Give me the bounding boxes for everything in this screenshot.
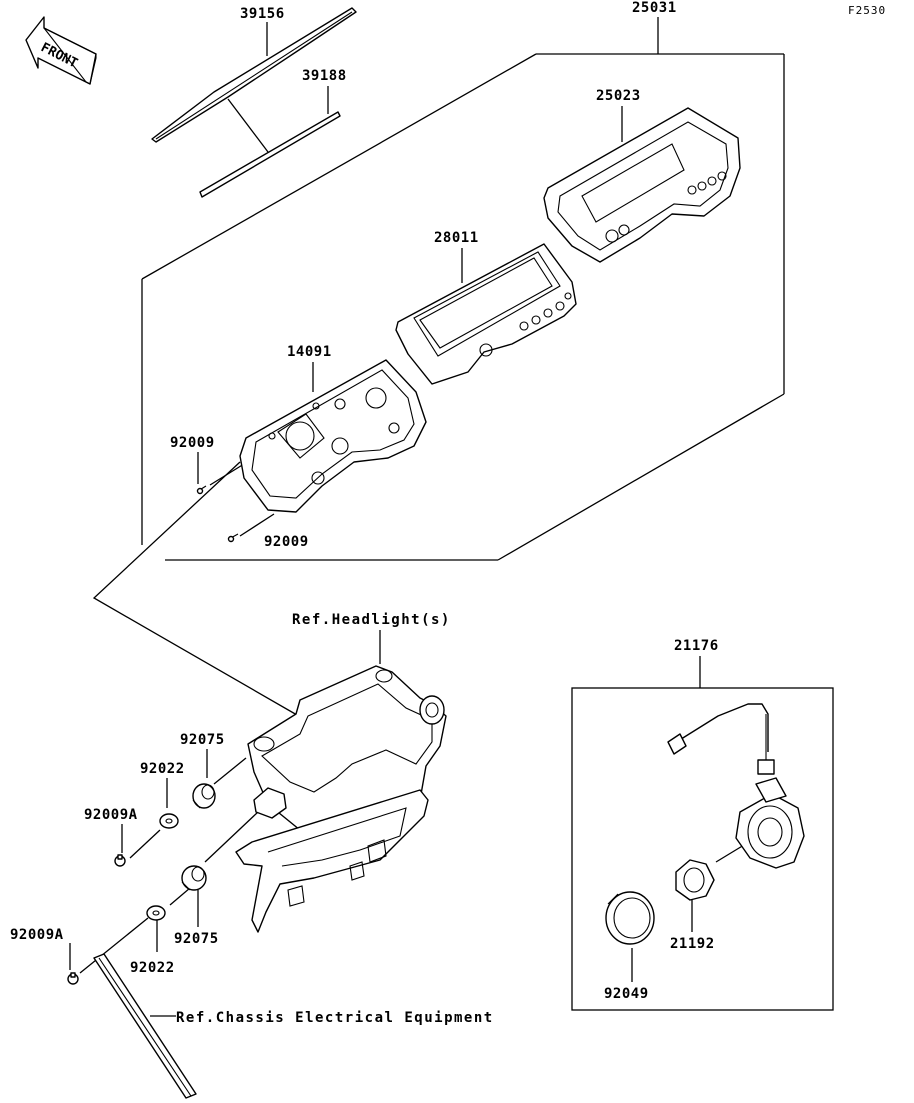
meter-assembly-28011 xyxy=(395,243,577,385)
grommet-icon xyxy=(192,783,216,809)
label-28011: 28011 xyxy=(434,230,479,246)
leader-lines xyxy=(69,17,834,1017)
meter-case-14091 xyxy=(239,359,427,513)
label-92009-upper: 92009 xyxy=(170,435,215,451)
label-14091: 14091 xyxy=(287,344,332,360)
label-92009-lower: 92009 xyxy=(264,534,309,550)
bolt-icon xyxy=(114,854,126,867)
label-92075-lower: 92075 xyxy=(174,931,219,947)
label-92009A-upper: 92009A xyxy=(84,807,138,823)
label-25031: 25031 xyxy=(632,0,677,16)
meter-cover-25023 xyxy=(543,107,741,263)
diagram-code: F2530 xyxy=(848,4,886,17)
speedometer-gear-21176 xyxy=(667,703,805,869)
label-25023: 25023 xyxy=(596,88,641,104)
ref-chassis: Ref.Chassis Electrical Equipment xyxy=(176,1010,494,1026)
screw-icon xyxy=(196,485,207,495)
bolt-icon xyxy=(67,972,79,985)
washer-icon xyxy=(146,905,166,921)
label-92075-upper: 92075 xyxy=(180,732,225,748)
label-92009A-lower: 92009A xyxy=(10,927,64,943)
label-21176: 21176 xyxy=(674,638,719,654)
label-21192: 21192 xyxy=(670,936,715,952)
lens-sheet-39156 xyxy=(151,7,357,143)
gear-21192 xyxy=(675,859,715,901)
label-92022-lower: 92022 xyxy=(130,960,175,976)
label-92022-upper: 92022 xyxy=(140,761,185,777)
oil-seal-92049 xyxy=(605,891,655,945)
front-arrow-icon: FRONT xyxy=(25,16,97,85)
strip-39188 xyxy=(199,111,341,198)
label-92049: 92049 xyxy=(604,986,649,1002)
grommet-icon xyxy=(181,865,207,891)
label-39156: 39156 xyxy=(240,6,285,22)
screw-icon xyxy=(227,533,239,543)
label-39188: 39188 xyxy=(302,68,347,84)
washer-icon xyxy=(159,813,179,829)
ref-headlight: Ref.Headlight(s) xyxy=(292,612,451,628)
cable-band xyxy=(93,953,197,1099)
meter-bracket xyxy=(235,665,447,933)
